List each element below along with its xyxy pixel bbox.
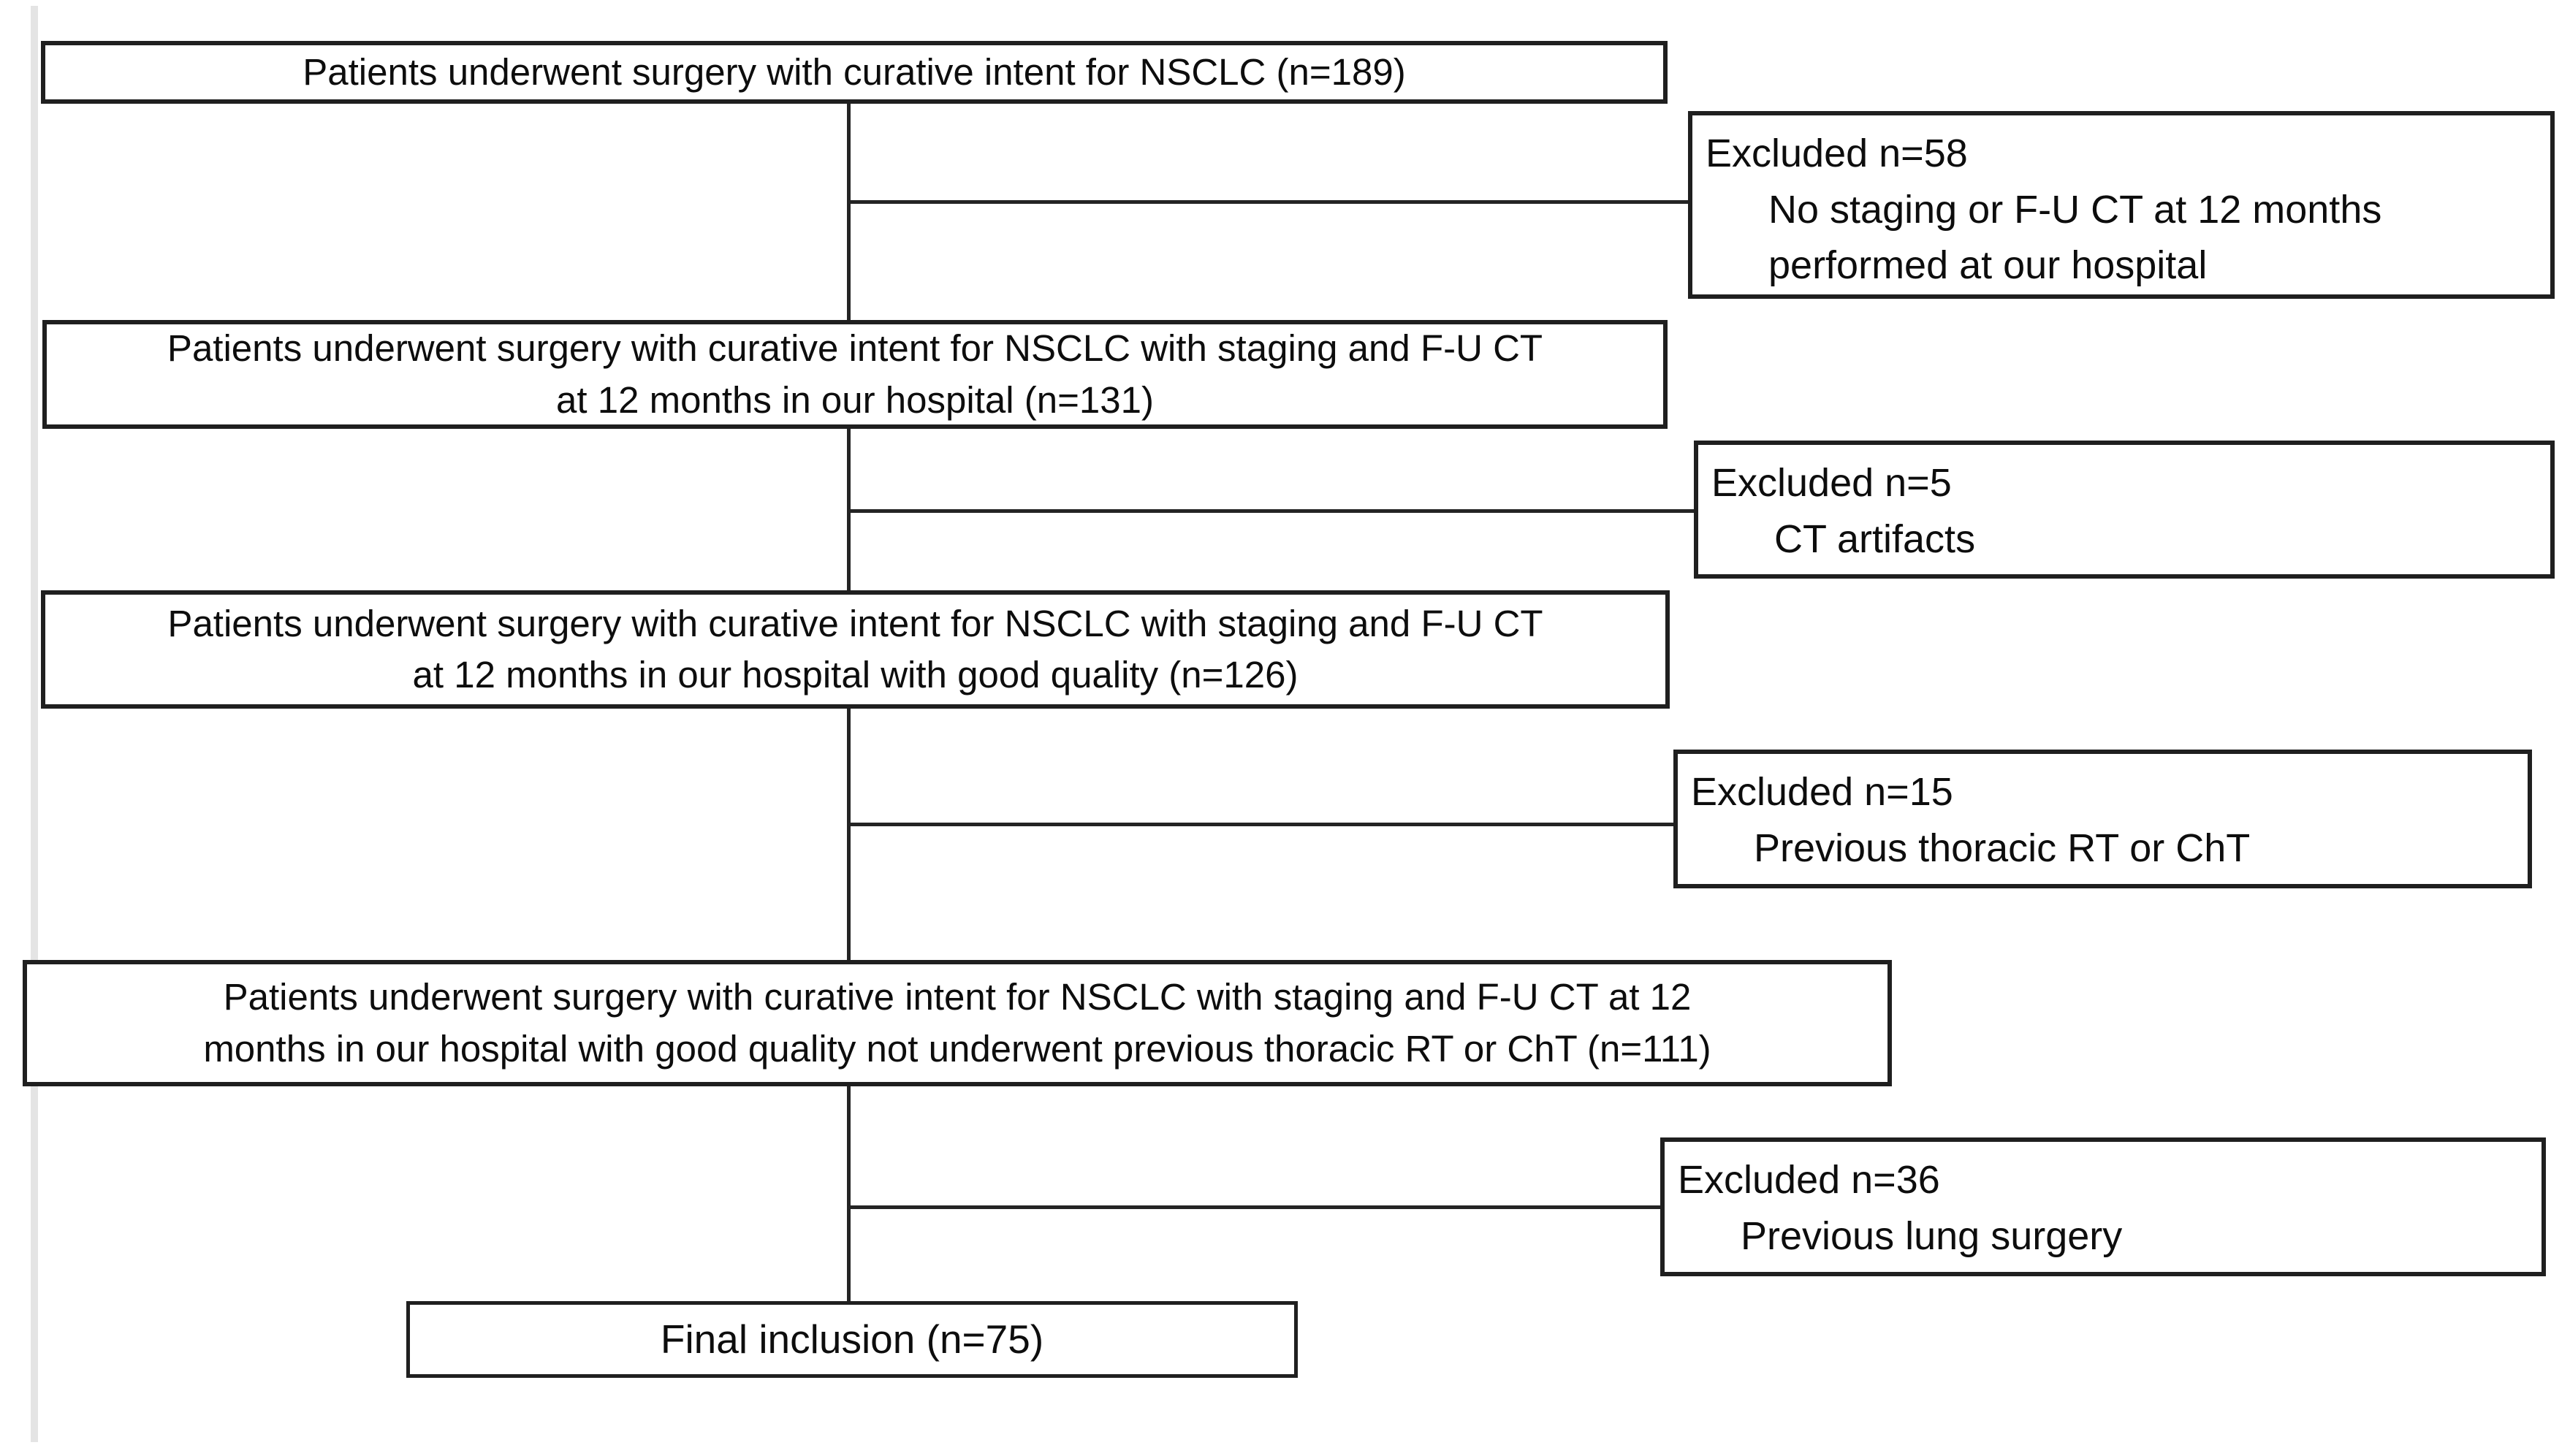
connector-vertical-3: [847, 707, 851, 961]
box-final-inclusion-n75: Final inclusion (n=75): [406, 1301, 1298, 1378]
excluded-box-no-staging-fu-ct: Excluded n=58 No staging or F-U CT at 12…: [1688, 111, 2555, 299]
excluded-reason: Previous lung surgery: [1741, 1213, 2123, 1258]
connector-branch-exclusion-4: [847, 1205, 1663, 1209]
connector-vertical-4: [847, 1085, 851, 1303]
excluded-title: Excluded n=58: [1706, 132, 1968, 175]
excluded-title: Excluded n=5: [1711, 461, 1952, 505]
page-edge-line: [31, 6, 38, 1442]
connector-branch-exclusion-3: [847, 823, 1676, 826]
excluded-title: Excluded n=36: [1678, 1158, 1940, 1202]
excluded-box-ct-artifacts: Excluded n=5 CT artifacts: [1694, 441, 2555, 579]
excluded-box-previous-lung-surgery: Excluded n=36 Previous lung surgery: [1660, 1137, 2546, 1276]
excluded-reason: CT artifacts: [1774, 517, 1976, 561]
connector-vertical-1: [847, 102, 851, 321]
box-staging-fu-ct-n131: Patients underwent surgery with curative…: [42, 320, 1668, 429]
connector-branch-exclusion-1: [847, 200, 1691, 204]
excluded-reason: No staging or F-U CT at 12 months perfor…: [1768, 187, 2382, 288]
excluded-reason: Previous thoracic RT or ChT: [1754, 826, 2251, 870]
box-good-quality-n126: Patients underwent surgery with curative…: [41, 590, 1670, 709]
excluded-box-previous-thoracic-rt-cht: Excluded n=15 Previous thoracic RT or Ch…: [1673, 750, 2532, 888]
box-no-previous-rt-cht-n111: Patients underwent surgery with curative…: [23, 960, 1892, 1086]
excluded-title: Excluded n=15: [1691, 770, 1953, 814]
connector-branch-exclusion-2: [847, 509, 1697, 513]
box-surgery-nsclc-n189: Patients underwent surgery with curative…: [41, 41, 1668, 104]
